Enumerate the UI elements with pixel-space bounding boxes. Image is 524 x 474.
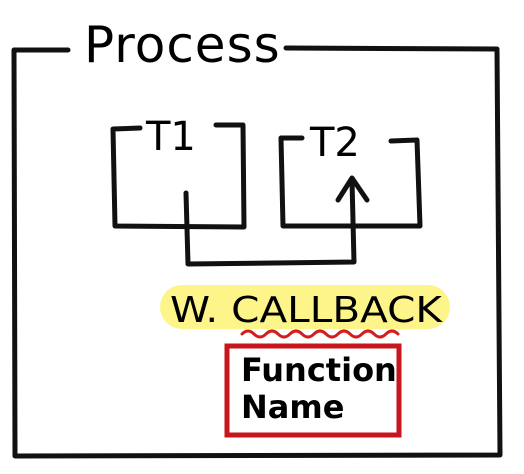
thread-box-t1	[110, 122, 247, 230]
process-title: Process	[84, 16, 281, 74]
note-line-name: Name	[241, 388, 344, 426]
thread-label-t1: T1	[145, 114, 196, 160]
thread-label-t2: T2	[309, 120, 360, 166]
arrow-head	[335, 175, 370, 203]
note-line-function: Function	[241, 351, 397, 389]
callback-label: W. CALLBACK	[170, 290, 444, 331]
process-frame	[11, 45, 503, 459]
callback-highlight	[160, 285, 450, 329]
callback-connector	[183, 177, 357, 267]
function-name-box	[224, 343, 402, 438]
spelling-squiggle	[240, 329, 400, 339]
